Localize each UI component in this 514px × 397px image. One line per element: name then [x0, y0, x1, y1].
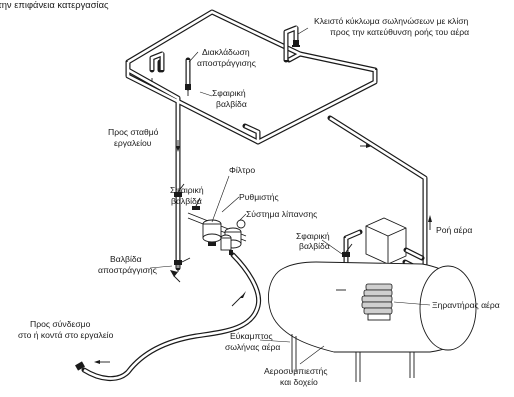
ball-valve-top-label-2: βαλβίδα	[216, 99, 247, 109]
compressor-label-2: και δοχείο	[280, 377, 318, 387]
to-connection-label-2: στο ή κοντά στο εργαλείο	[18, 330, 114, 340]
regulator-label: Ρυθμιστής	[239, 192, 279, 202]
to-connection-label-1: Προς σύνδεσμο	[30, 319, 91, 329]
filter-label: Φίλτρο	[229, 165, 255, 175]
drain-branch-top-left	[149, 51, 165, 82]
compressor-tank	[268, 261, 477, 382]
drain-valve-left	[174, 257, 191, 272]
drain-branch-valve	[185, 51, 213, 97]
ball-valve-left	[174, 183, 185, 197]
compressor-label-1: Αεροσυμπιεστής	[264, 366, 327, 376]
ball-valve-mid-label-1: Σφαιρική	[170, 185, 204, 195]
drain-branch-top-right	[283, 25, 300, 63]
ball-valve-right-label-1: Σφαιρική	[296, 231, 330, 241]
compressor-head-icon	[361, 283, 393, 321]
air-dryer	[365, 217, 425, 278]
to-station-label-1: Προς σταθμό	[108, 127, 159, 137]
ball-valve-icon	[192, 197, 201, 210]
lubricator-icon	[220, 234, 233, 255]
airflow-label: Ροή αέρα	[436, 225, 472, 235]
ball-valve-top-label-1: Σφαιρική	[212, 88, 246, 98]
to-station-label-2: εργαλείου	[114, 138, 152, 148]
closed-loop-label-2: προς την κατεύθυνση ροής του αέρα	[330, 27, 469, 37]
frl-unit	[187, 197, 247, 255]
drain-valve-label-1: Βαλβίδα	[110, 254, 142, 264]
hose-label-2: σωλήνας αέρα	[225, 342, 280, 352]
header-caption: την επιφάνεια κατεργασίας	[0, 0, 109, 10]
hose-label-1: Εύκαμπτος	[230, 331, 273, 341]
ball-valve-right-label-2: βαλβίδα	[299, 241, 330, 251]
filter-icon	[202, 219, 222, 246]
lubrication-label: Σύστημα λίπανσης	[246, 209, 317, 219]
labels: Κλειστό κύκλωμα σωληνώσεων με κλίση προς…	[18, 16, 500, 387]
drain-branch-label-2: αποστράγγισης	[197, 58, 256, 68]
flow-arrows	[94, 140, 432, 364]
flexible-air-hose	[75, 252, 262, 381]
drain-valve-label-2: αποστράγγισης	[98, 265, 157, 275]
drain-branch-label-1: Διακλάδωση	[202, 47, 250, 57]
dryer-label: Ξηραντήρας αέρα	[432, 300, 500, 310]
closed-loop-label-1: Κλειστό κύκλωμα σωληνώσεων με κλίση	[314, 16, 469, 26]
ball-valve-mid-label-2: βαλβίδα	[171, 196, 202, 206]
